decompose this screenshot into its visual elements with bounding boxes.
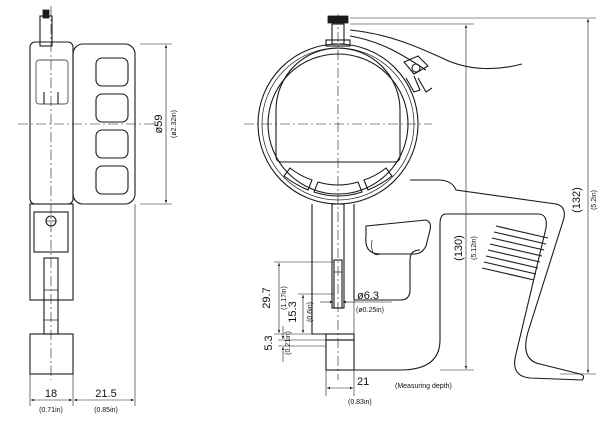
- side-base: [29, 333, 74, 375]
- spindle-length-inch: (0.6in): [307, 302, 314, 322]
- side-lower-body: [29, 203, 74, 301]
- side-back-plate: [29, 41, 74, 205]
- frame-handle-outer: [330, 179, 585, 381]
- side-stem-cap: [42, 9, 50, 19]
- dial-diameter-value: ø59: [153, 115, 165, 134]
- measuring-depth-inch: (0.83in): [348, 399, 372, 406]
- side-view: ø59 (ø2.32in) 18 (0.71in) 21.5 (0.85in): [18, 6, 178, 414]
- dial-diameter-inch: (ø2.32in): [171, 110, 178, 138]
- dial-button-left: [283, 167, 313, 191]
- side-thickness-value: 18: [45, 388, 57, 400]
- anvil-height-inch: (0.21in): [285, 331, 292, 355]
- overall-height-inch: (5.2in): [591, 190, 598, 210]
- lifting-lever: [349, 29, 523, 70]
- side-thickness-inch: (0.71in): [39, 407, 63, 414]
- anvil-base: [325, 339, 355, 371]
- measuring-depth-value: 21: [357, 376, 369, 388]
- frame-cutout: [365, 219, 432, 255]
- grip-pad-4: [95, 165, 129, 195]
- spindle-diameter-inch: (ø0.25in): [356, 307, 384, 314]
- grip-pad-1: [95, 57, 129, 87]
- front-view: (132) (5.2in) (130) (5.12in) 29.7 (1.17i…: [244, 14, 598, 406]
- side-window: [35, 59, 69, 105]
- spindle-length-value: 15.3: [287, 301, 299, 322]
- spindle-diameter-value: ø6.3: [357, 290, 379, 302]
- anvil-height-value: 5.3: [263, 335, 275, 350]
- spindle-tip: [333, 259, 343, 309]
- measuring-depth-note: (Measuring depth): [395, 383, 452, 390]
- anvil: [325, 333, 355, 341]
- lcd-display: [275, 47, 401, 163]
- grip-ribs: [481, 225, 549, 281]
- dial-button-center: [313, 181, 363, 197]
- grip-pad-3: [95, 129, 129, 159]
- overall-height-value: (132): [571, 187, 583, 213]
- tip-height-value: 29.7: [261, 287, 273, 308]
- lever-clip: [403, 55, 429, 75]
- frame-left-edge: [311, 204, 326, 335]
- frame-height-inch: (5.12in): [471, 236, 478, 260]
- tip-height-inch: (1.17in): [281, 286, 288, 310]
- grip-pad-2: [95, 93, 129, 123]
- side-depth-inch: (0.85in): [94, 407, 118, 414]
- frame-height-value: (130): [453, 235, 465, 261]
- side-depth-value: 21.5: [95, 388, 116, 400]
- dial-button-right: [363, 167, 393, 191]
